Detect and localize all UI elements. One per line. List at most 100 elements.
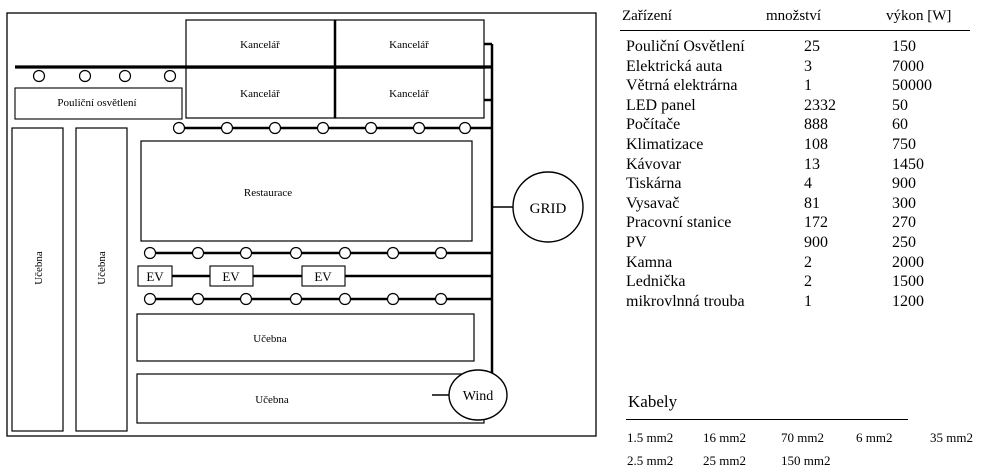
device-name: Klimatizace xyxy=(626,135,704,153)
cables-title: Kabely xyxy=(628,392,678,411)
device-quantity: 81 xyxy=(804,194,820,212)
street-light xyxy=(32,69,46,83)
device-power: 900 xyxy=(892,175,916,193)
classroom-bottom-2 xyxy=(136,373,485,424)
office-label-2: Kancelář xyxy=(389,39,429,51)
office-label-4: Kancelář xyxy=(389,88,429,100)
cable-item: 150 mm2 xyxy=(781,453,831,468)
restaurant-label: Restaurace xyxy=(244,187,292,199)
light xyxy=(386,292,400,306)
light xyxy=(316,121,330,135)
classroom-left-2 xyxy=(75,127,128,432)
device-quantity: 13 xyxy=(804,155,820,173)
device-quantity: 4 xyxy=(804,175,812,193)
device-power: 2000 xyxy=(892,253,924,271)
wind-node xyxy=(448,369,508,421)
ev-label-2: EV xyxy=(222,269,240,284)
light xyxy=(268,121,282,135)
grid-node xyxy=(512,171,584,243)
light xyxy=(434,292,448,306)
cables-divider xyxy=(626,419,908,420)
device-quantity: 25 xyxy=(804,38,820,55)
device-quantity: 888 xyxy=(804,116,828,134)
street-lights xyxy=(32,69,177,83)
cable-item: 16 mm2 xyxy=(703,430,746,445)
table-row: Pouliční Osvětlení 25 150 xyxy=(620,37,970,57)
device-name: Počítače xyxy=(626,116,681,134)
device-name: Lednička xyxy=(626,273,686,291)
device-table-header: Zařízení množství výkon [W] xyxy=(620,8,970,31)
light xyxy=(191,246,205,260)
classroom-bottom-label-2: Učebna xyxy=(255,394,289,406)
device-power: 300 xyxy=(892,194,916,212)
cable-item: 70 mm2 xyxy=(781,430,824,445)
device-name: Pouliční Osvětlení xyxy=(626,38,745,55)
street-light xyxy=(78,69,92,83)
ev-label-1: EV xyxy=(146,269,164,284)
device-name: Tiskárna xyxy=(626,175,682,193)
light xyxy=(289,292,303,306)
lights-row-2 xyxy=(143,246,448,260)
device-quantity: 2 xyxy=(804,253,812,271)
light xyxy=(458,121,472,135)
street-light xyxy=(118,69,132,83)
light xyxy=(364,121,378,135)
device-quantity: 1 xyxy=(804,77,812,95)
site-boundary xyxy=(6,12,597,437)
table-row: Kamna 2 2000 xyxy=(620,253,970,273)
device-power: 60 xyxy=(892,116,908,134)
device-name: Vysavač xyxy=(626,194,680,212)
wind-label: Wind xyxy=(463,389,494,404)
ev-charger-2 xyxy=(209,265,254,287)
lights-row-1 xyxy=(172,121,472,135)
cable-item: 2.5 mm2 xyxy=(627,453,674,468)
light xyxy=(239,292,253,306)
light xyxy=(172,121,186,135)
street-light xyxy=(163,69,177,83)
ev-charger-3 xyxy=(301,265,346,287)
device-power: 7000 xyxy=(892,57,924,75)
table-row: Tiskárna 4 900 xyxy=(620,174,970,194)
classroom-left-label-2: Učebna xyxy=(96,251,108,285)
table-row: Počítače 888 60 xyxy=(620,115,970,135)
header-quantity: množství xyxy=(766,8,821,24)
device-name: LED panel xyxy=(626,96,696,114)
device-name: Pracovní stanice xyxy=(626,214,732,232)
device-quantity: 108 xyxy=(804,135,828,153)
office-label-3: Kancelář xyxy=(240,88,280,100)
street-lighting-label: Pouliční osvětlení xyxy=(57,97,136,109)
device-power: 150 xyxy=(892,38,916,55)
device-power: 1450 xyxy=(892,155,924,173)
light xyxy=(191,292,205,306)
device-power: 50000 xyxy=(892,77,932,95)
device-quantity: 172 xyxy=(804,214,828,232)
table-row: Vysavač 81 300 xyxy=(620,194,970,214)
light xyxy=(143,246,157,260)
device-quantity: 1 xyxy=(804,292,812,310)
device-name: Kamna xyxy=(626,253,673,271)
floor-plan-diagram: Kancelář Kancelář Kancelář Kancelář Poul… xyxy=(6,12,597,437)
table-row: Větrná elektrárna 1 50000 xyxy=(620,76,970,96)
header-power: výkon [W] xyxy=(886,8,952,24)
classroom-left-label-1: Učebna xyxy=(33,251,45,285)
ev-charger-1 xyxy=(137,265,173,287)
device-name: Větrná elektrárna xyxy=(626,77,738,95)
light xyxy=(220,121,234,135)
grid-label: GRID xyxy=(530,201,567,217)
light xyxy=(386,246,400,260)
device-name: PV xyxy=(626,233,647,251)
light xyxy=(289,246,303,260)
classroom-bottom-label-1: Učebna xyxy=(253,333,287,345)
light xyxy=(239,246,253,260)
light xyxy=(338,246,352,260)
light xyxy=(338,292,352,306)
cable-item: 1.5 mm2 xyxy=(627,430,674,445)
